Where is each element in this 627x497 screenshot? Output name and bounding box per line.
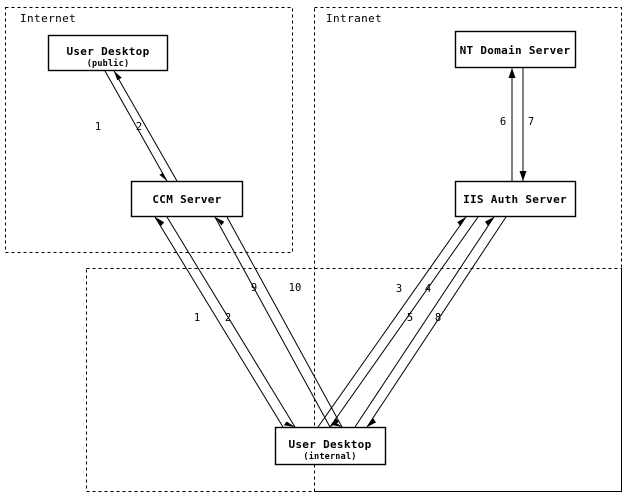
- node-user-desktop-internal-subtitle: (internal): [303, 451, 356, 462]
- node-ccm-server-box[interactable]: [130, 180, 244, 218]
- arrow-head-flow-2-lower: [283, 421, 295, 427]
- node-ccm-server[interactable]: CCM Server: [130, 180, 244, 218]
- flow-line-1: [104, 70, 168, 182]
- node-user-desktop-public-box[interactable]: [47, 34, 169, 72]
- step-label-6: 6: [500, 116, 506, 128]
- node-user-desktop-internal[interactable]: User Desktop (internal): [274, 426, 387, 466]
- flow-line-1-lower: [154, 216, 284, 428]
- arrow-head-flow-9: [215, 217, 225, 226]
- arrow-head-flow-1: [159, 172, 167, 181]
- step-label-9: 9: [251, 282, 257, 294]
- flow-group-internal-iis-inner: [354, 216, 507, 428]
- node-nt-domain-server-title: NT Domain Server: [460, 44, 571, 57]
- zone-intranet-boundary: [314, 7, 622, 492]
- arrow-head-flow-7: [519, 171, 527, 181]
- node-user-desktop-internal-title: User Desktop: [288, 438, 371, 451]
- step-label-2-internal: 2: [225, 312, 231, 324]
- node-iis-auth-server[interactable]: IIS Auth Server: [454, 180, 577, 218]
- step-label-10: 10: [289, 282, 302, 294]
- node-nt-domain-server-box[interactable]: [454, 30, 577, 69]
- node-user-desktop-public[interactable]: User Desktop (public): [47, 34, 169, 72]
- arrow-head-flow-2: [114, 71, 122, 81]
- step-label-3: 3: [396, 283, 402, 295]
- arrow-head-flow-8: [367, 418, 376, 427]
- step-label-2-public: 2: [136, 121, 142, 133]
- arrow-head-flow-6: [508, 68, 516, 78]
- flow-group-public-ccm: [104, 70, 178, 182]
- flow-line-8: [366, 216, 507, 428]
- step-label-1-internal: 1: [194, 312, 200, 324]
- arrow-head-flow-4: [330, 417, 339, 427]
- node-user-desktop-internal-box[interactable]: [274, 426, 387, 466]
- step-label-8: 8: [435, 312, 441, 324]
- zone-label-intranet: Intranet: [326, 12, 382, 25]
- node-iis-auth-server-title: IIS Auth Server: [463, 193, 567, 206]
- arrow-head-flow-1-lower: [155, 217, 165, 226]
- step-label-1-public: 1: [95, 121, 101, 133]
- node-iis-auth-server-box[interactable]: [454, 180, 577, 218]
- arrow-head-flow-5: [485, 217, 494, 226]
- zone-internal-boundary: [86, 268, 622, 492]
- arrow-head-flow-3: [457, 217, 466, 227]
- node-user-desktop-public-subtitle: (public): [87, 58, 130, 69]
- flow-line-5: [354, 216, 495, 428]
- flow-line-10: [226, 216, 343, 428]
- flow-line-2-lower: [166, 216, 296, 428]
- flow-line-4: [329, 216, 479, 428]
- flow-line-3: [317, 216, 467, 428]
- zone-internet-boundary: [5, 7, 293, 253]
- node-ccm-server-title: CCM Server: [152, 193, 221, 206]
- flow-group-internal-iis-outer: [317, 216, 479, 428]
- zone-label-internet: Internet: [20, 12, 76, 25]
- flow-group-internal-ccm-right: [214, 216, 343, 428]
- step-label-5: 5: [407, 312, 413, 324]
- flow-group-iis-nt: [508, 68, 527, 181]
- node-nt-domain-server[interactable]: NT Domain Server: [454, 30, 577, 69]
- node-user-desktop-public-title: User Desktop: [66, 45, 149, 58]
- step-label-4: 4: [425, 283, 431, 295]
- step-label-7: 7: [528, 116, 534, 128]
- flow-group-internal-ccm-left: [154, 216, 296, 428]
- flow-line-9: [214, 216, 331, 428]
- flow-line-2: [113, 70, 178, 182]
